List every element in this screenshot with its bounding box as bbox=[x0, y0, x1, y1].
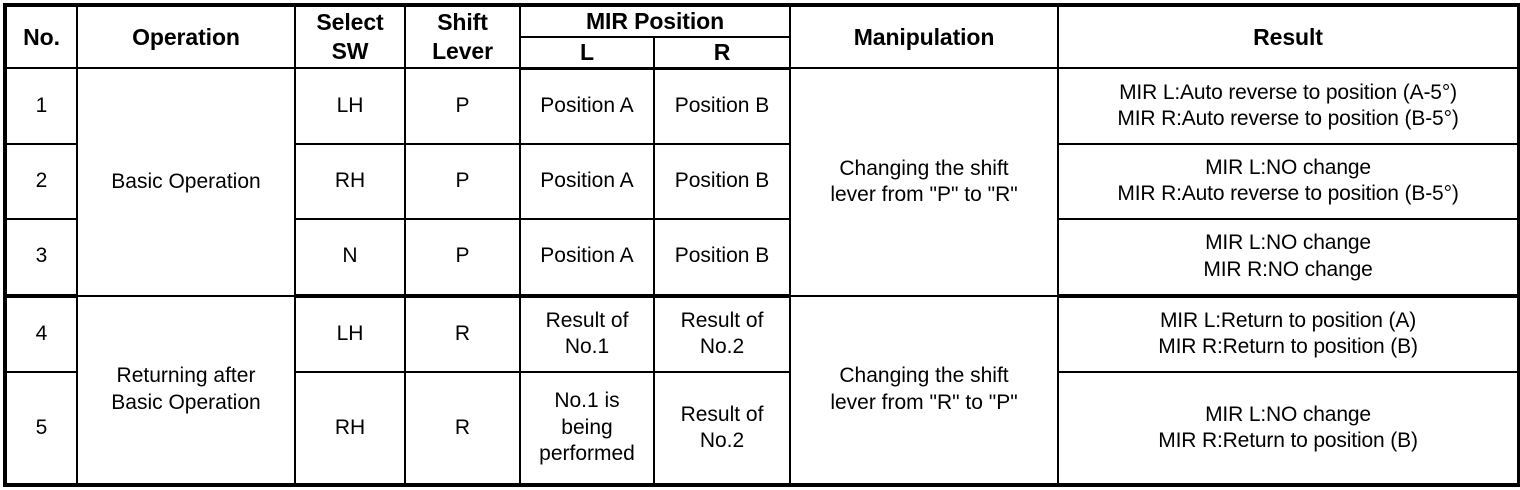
cell-operation-group: Basic Operation bbox=[76, 67, 296, 297]
table-row: 2 RH P Position A Position B MIR L:NO ch… bbox=[4, 142, 1520, 220]
cell-select-sw: RH bbox=[294, 142, 406, 220]
table-row: 5 RH R No.1 is being performed Result of… bbox=[4, 371, 1520, 486]
cell-mir-r: Result of No.2 bbox=[652, 371, 792, 486]
header-select-sw: Select SW bbox=[294, 3, 406, 70]
table-row: 1 Basic Operation LH P Position A Positi… bbox=[4, 67, 1520, 297]
cell-shift-lever: P bbox=[404, 217, 521, 298]
table-body: 1 Basic Operation LH P Position A Positi… bbox=[4, 67, 1520, 487]
cell-select-sw: LH bbox=[294, 67, 406, 145]
cell-result: MIR L:Auto reverse to position (A-5°) MI… bbox=[1057, 67, 1520, 145]
cell-no: 5 bbox=[4, 371, 78, 486]
cell-mir-r: Position B bbox=[652, 142, 792, 220]
table-header: No. Operation Select SW Shift Lever MIR … bbox=[4, 3, 1520, 70]
cell-select-sw: LH bbox=[294, 294, 406, 374]
cell-result: MIR L:Return to position (A) MIR R:Retur… bbox=[1057, 294, 1520, 374]
cell-no: 1 bbox=[4, 67, 78, 145]
cell-shift-lever: P bbox=[404, 142, 521, 220]
header-manipulation: Manipulation bbox=[789, 3, 1060, 70]
cell-shift-lever: R bbox=[404, 371, 521, 486]
cell-mir-r: Position B bbox=[652, 67, 792, 145]
cell-shift-lever: R bbox=[404, 294, 521, 374]
cell-result: MIR L:NO change MIR R:Return to position… bbox=[1057, 371, 1520, 486]
cell-mir-l: Position A bbox=[519, 67, 655, 145]
cell-shift-lever: P bbox=[404, 67, 521, 145]
header-mir-l: L bbox=[519, 35, 655, 70]
table-row: 4 Returning after Basic Operation LH R R… bbox=[4, 294, 1520, 487]
cell-no: 4 bbox=[4, 294, 78, 374]
cell-mir-r: Position B bbox=[652, 217, 792, 298]
cell-result: MIR L:NO change MIR R:Auto reverse to po… bbox=[1057, 142, 1520, 220]
header-mir-position: MIR Position bbox=[518, 4, 792, 38]
cell-mir-r: Result of No.2 bbox=[652, 294, 792, 374]
cell-mir-l: No.1 is being performed bbox=[519, 371, 655, 486]
cell-mir-l: Position A bbox=[519, 217, 655, 298]
cell-operation-group: Returning after Basic Operation bbox=[76, 294, 296, 487]
cell-mir-l: Result of No.1 bbox=[519, 294, 655, 374]
header-shift-lever: Shift Lever bbox=[404, 3, 521, 70]
header-row-sub: L R bbox=[5, 35, 1519, 70]
table-row: 3 N P Position A Position B MIR L:NO cha… bbox=[4, 217, 1520, 298]
header-row-top: No. Operation Select SW Shift Lever MIR … bbox=[4, 3, 1520, 70]
cell-select-sw: N bbox=[294, 217, 406, 298]
cell-mir-l: Position A bbox=[519, 142, 655, 220]
cell-result: MIR L:NO change MIR R:NO change bbox=[1057, 217, 1520, 298]
cell-no: 3 bbox=[4, 217, 78, 298]
cell-select-sw: RH bbox=[294, 371, 406, 486]
cell-manipulation-group: Changing the shift lever from "R" to "P" bbox=[789, 294, 1060, 487]
cell-no: 2 bbox=[4, 142, 78, 220]
header-mir-r: R bbox=[652, 35, 792, 70]
cell-manipulation-group: Changing the shift lever from "P" to "R" bbox=[789, 67, 1060, 297]
header-no: No. bbox=[4, 3, 78, 70]
mir-operation-table: No. Operation Select SW Shift Lever MIR … bbox=[3, 3, 1520, 487]
header-operation: Operation bbox=[76, 3, 296, 70]
header-result: Result bbox=[1057, 3, 1520, 70]
